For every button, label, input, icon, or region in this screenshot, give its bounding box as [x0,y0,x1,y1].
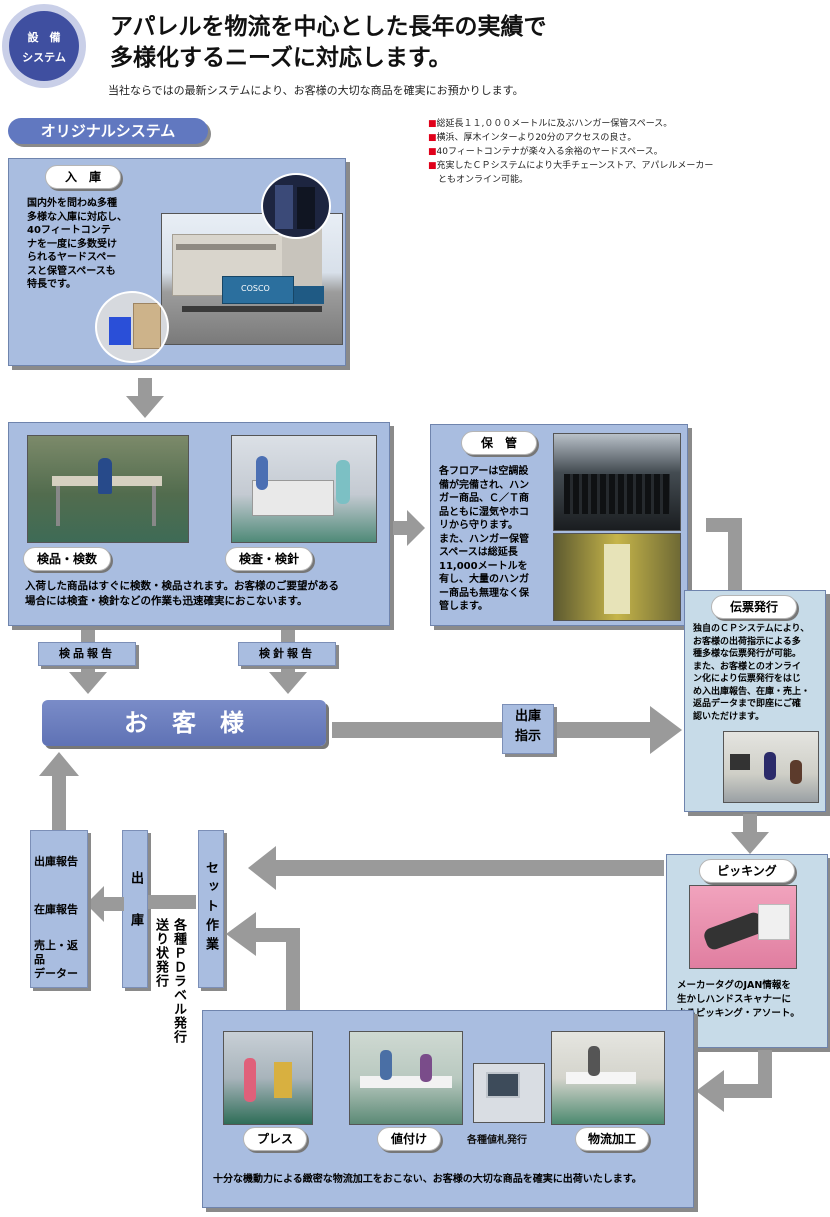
uriage-report: 売上・返品 データー [34,939,78,980]
nefuda-label: 各種値札発行 [467,1135,527,1146]
hanger-storage-photo [553,433,681,531]
denpyo-panel: 伝票発行 独自のＣＰシステムにより、お客様の出荷指示による多種多様な伝票発行が可… [684,590,826,812]
connector-line [706,518,742,596]
inspection-photo-left [27,435,189,543]
arrow-left-icon [248,846,664,890]
okurijo-text: 送り状発行 [153,918,168,988]
set-sagyo-tab: セット作業 [198,830,224,988]
shelf-storage-photo [553,533,681,621]
zaiko-report: 在庫報告 [34,903,78,916]
feature-item: ■40フィートコンテナが楽々入る余裕のヤードスペース。 [428,147,663,157]
forklift-photo [95,291,169,363]
system-badge: 設 備 システム [2,4,86,88]
title-line2: 多様化するニーズに対応します。 [110,45,452,71]
denpyo-text: 独自のＣＰシステムにより、お客様の出荷指示による多種多様な伝票発行が可能。 また… [693,624,811,722]
arrow-left-icon [148,895,196,909]
container-text: COSCO [241,284,270,293]
feature-list: ■総延長１１,０００メートルに及ぶハンガー保管スペース。 ■横浜、厚木インターよ… [428,117,713,187]
inspection-photo-right [231,435,377,543]
arrow-left-icon [696,1050,772,1112]
denpyo-label: 伝票発行 [711,595,797,619]
office-photo [723,731,819,803]
kenpin-report-tab-overlay: 検品報告 [38,642,136,666]
original-system-label: オリジナルシステム [8,118,208,144]
pd-label-text: 各種ＰＤラベル発行 [171,918,186,1044]
customer-bar: お 客 様 [42,700,326,746]
kenshin-report-tab-overlay: 検針報告 [238,642,336,666]
page-title: アパレルを物流を中心とした長年の実績で 多様化するニーズに対応します。 [110,12,547,74]
shukko-report: 出庫報告 [34,855,78,868]
feature-item: ■横浜、厚木インターより20分のアクセスの良さ。 [428,133,637,143]
badge-line2: システム [22,51,66,64]
kensa-label: 検査・検針 [225,547,313,571]
arrow-up-left-icon [226,912,300,1010]
kako-label: 物流加工 [575,1127,649,1151]
arrow-right-icon [393,510,425,546]
nyuko-text: 国内外を問わぬ多種多様な入庫に対応し、40フィートコンテ ナを一度に多数受けられ… [27,198,127,290]
nyuko-label: 入 庫 [45,165,121,189]
processing-text: 十分な機動力による緻密な物流加工をおこない、お客様の大切な商品を確実に出荷いたし… [213,1174,642,1185]
picking-text: メーカータグのJAN情報を生かしハンドスキャナーによるピッキング・アソート。 [677,980,800,1019]
arrow-left-icon [86,886,124,922]
nefuke-label: 値付け [377,1127,441,1151]
inspection-text: 入荷した商品はすぐに検数・検品されます。お客様のご要望がある場合には検査・検針な… [25,580,339,607]
clothes-photo [261,173,331,239]
scanner-photo [689,885,797,969]
nefuda-photo [473,1063,545,1123]
left-reports-panel: 出庫報告 在庫報告 売上・返品 データー [30,830,88,988]
nefuke-photo [349,1031,463,1125]
kenpin-label: 検品・検数 [23,547,111,571]
kako-photo [551,1031,665,1125]
shukko-tab: 出 庫 [122,830,148,988]
picking-panel: ピッキング メーカータグのJAN情報を生かしハンドスキャナーによるピッキング・ア… [666,854,828,1048]
picking-label: ピッキング [699,859,795,883]
arrow-down-icon [126,378,164,418]
feature-item: ■総延長１１,０００メートルに及ぶハンガー保管スペース。 [428,119,673,129]
inspection-panel: 検品・検数 検査・検針 入荷した商品はすぐに検数・検品されます。お客様のご要望が… [8,422,390,626]
processing-panel: プレス 値付け 各種値札発行 物流加工 十分な機動力による緻密な物流加工をおこな… [202,1010,694,1208]
arrow-down-icon [731,814,769,854]
press-label: プレス [243,1127,307,1151]
arrow-up-icon [39,752,79,830]
shukko-shiji-tab: 出庫指示 [502,704,554,754]
hokan-text: 各フロアーは空調設備が完備され、ハンガー商品、Ｃ／Ｔ商 品ともに湿気やホコリから… [439,466,530,612]
title-line1: アパレルを物流を中心とした長年の実績で [110,14,547,40]
feature-item: ともオンライン可能。 [438,175,529,185]
press-photo [223,1031,313,1125]
hokan-panel: 保 管 各フロアーは空調設備が完備され、ハンガー商品、Ｃ／Ｔ商 品ともに湿気やホ… [430,424,688,626]
page-subtitle: 当社ならではの最新システムにより、お客様の大切な商品を確実にお預かりします。 [108,84,524,97]
feature-item: ■充実したＣＰシステムにより大手チェーンストア、アパレルメーカー [428,161,714,171]
badge-line1: 設 備 [27,31,61,44]
nyuko-panel: 入 庫 国内外を問わぬ多種多様な入庫に対応し、40フィートコンテ ナを一度に多数… [8,158,346,366]
hokan-label: 保 管 [461,431,537,455]
